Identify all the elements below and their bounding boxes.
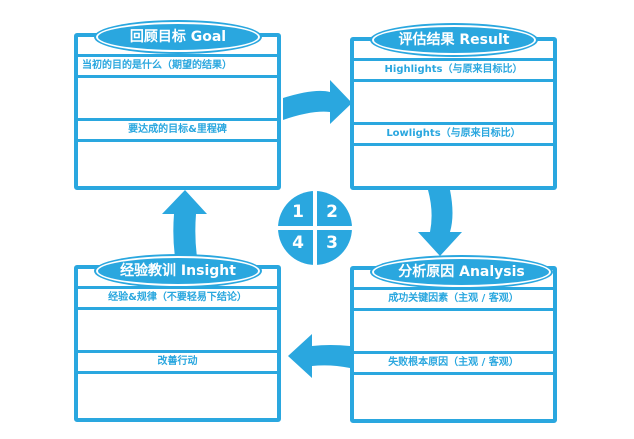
insight-row-lessons: 经验&规律（不要轻易下结论）: [78, 289, 277, 310]
insight-box: 经验&规律（不要轻易下结论） 改善行动: [74, 265, 281, 422]
result-row-highlights: Highlights（与原来目标比）: [354, 61, 553, 82]
analysis-row-failure: 失败根本原因（主观 / 客观）: [354, 354, 553, 375]
analysis-failure-field[interactable]: [354, 375, 553, 419]
quadrant-number-2: 2: [326, 202, 338, 222]
arrow-goal-to-result: [283, 80, 352, 124]
analysis-box: 成功关键因素（主观 / 客观） 失败根本原因（主观 / 客观）: [350, 266, 557, 423]
result-box: Highlights（与原来目标比） Lowlights（与原来目标比）: [350, 37, 557, 190]
goal-milestones-field[interactable]: [78, 142, 277, 186]
result-lowlights-field[interactable]: [354, 146, 553, 186]
goal-row-purpose: 当初的目的是什么（期望的结果）: [78, 57, 277, 78]
quadrant-number-3: 3: [326, 233, 338, 253]
analysis-success-field[interactable]: [354, 311, 553, 354]
arrow-result-to-analysis: [418, 190, 462, 256]
goal-box: 当初的目的是什么（期望的结果） 要达成的目标&里程碑: [74, 33, 281, 190]
quadrant-number-4: 4: [292, 233, 304, 253]
result-title: 评估结果 Result: [372, 25, 536, 55]
arrow-insight-to-goal: [162, 190, 207, 264]
goal-row-milestones: 要达成的目标&里程碑: [78, 121, 277, 142]
result-row-lowlights: Lowlights（与原来目标比）: [354, 125, 553, 146]
analysis-header-strip: [354, 270, 553, 290]
goal-title: 回顾目标 Goal: [96, 22, 260, 52]
insight-lessons-field[interactable]: [78, 310, 277, 353]
insight-actions-field[interactable]: [78, 374, 277, 418]
arrow-analysis-to-insight: [288, 334, 350, 378]
result-highlights-field[interactable]: [354, 82, 553, 125]
goal-header-strip: [78, 37, 277, 57]
insight-row-actions: 改善行动: [78, 353, 277, 374]
analysis-title: 分析原因 Analysis: [372, 257, 551, 287]
insight-title: 经验教训 Insight: [96, 256, 260, 286]
result-header-strip: [354, 41, 553, 61]
center-circle: [278, 191, 352, 265]
quadrant-number-1: 1: [292, 202, 304, 222]
insight-header-strip: [78, 269, 277, 289]
goal-purpose-field[interactable]: [78, 78, 277, 121]
analysis-row-success: 成功关键因素（主观 / 客观）: [354, 290, 553, 311]
